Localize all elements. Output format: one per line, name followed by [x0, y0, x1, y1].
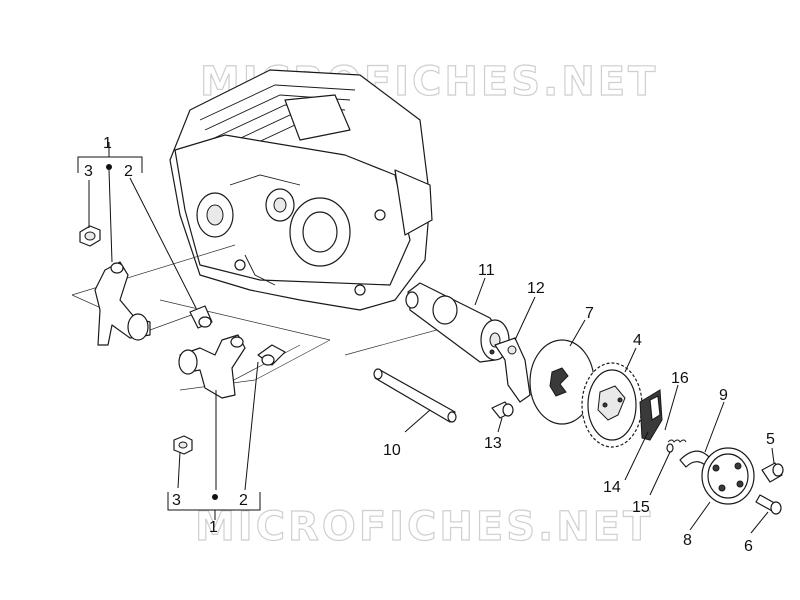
- callout-9: 9: [719, 387, 728, 404]
- callout-14: 14: [603, 479, 621, 496]
- bolt-5: [761, 462, 784, 483]
- group-bracket-bottom: [167, 492, 261, 520]
- callout-15: 15: [632, 499, 650, 516]
- leader-lines: [88, 169, 775, 534]
- callout-top-1: 1: [103, 135, 112, 152]
- adjuster-screw-lower: [257, 344, 286, 366]
- spring: [666, 439, 687, 453]
- nut-top: [79, 225, 101, 247]
- callout-10: 10: [383, 442, 401, 459]
- cylinder-head: [169, 69, 433, 311]
- callout-bottom-2: 2: [239, 492, 248, 509]
- group-dot-bottom: [212, 494, 218, 500]
- rocker-shaft: [373, 368, 457, 423]
- callout-bottom-1: 1: [209, 519, 218, 536]
- adjuster-screw-upper: [189, 305, 213, 329]
- retaining-plate: [494, 337, 531, 403]
- callout-12: 12: [527, 280, 545, 297]
- camshaft: [405, 282, 510, 363]
- callout-5: 5: [766, 431, 775, 448]
- watermark-bottom: MICROFICHES.NET: [195, 504, 653, 550]
- group-bracket-top: [77, 142, 143, 173]
- callout-labels: 1 3 2 3 2 1 11 12 7 4 16 9 5 10 13 14 15…: [84, 135, 775, 555]
- callout-6: 6: [744, 538, 753, 555]
- rocker-arm-lower: [178, 334, 246, 399]
- callout-4: 4: [633, 332, 642, 349]
- callout-bottom-3: 3: [172, 492, 181, 509]
- sprocket-cover: [701, 447, 755, 505]
- callout-11: 11: [478, 262, 495, 279]
- callout-top-3: 3: [84, 163, 93, 180]
- group-dot-top: [106, 164, 112, 170]
- decompressor-weight: [639, 389, 663, 441]
- callout-top-2: 2: [124, 163, 133, 180]
- bolt-6: [755, 494, 782, 515]
- callout-7: 7: [585, 305, 594, 322]
- callout-16: 16: [671, 370, 689, 387]
- nut-bottom: [173, 435, 193, 455]
- cam-sprocket: [581, 362, 643, 448]
- screw-13: [491, 401, 514, 419]
- rocker-arm-upper: [94, 261, 151, 346]
- callout-13: 13: [484, 435, 502, 452]
- callout-8: 8: [683, 532, 692, 549]
